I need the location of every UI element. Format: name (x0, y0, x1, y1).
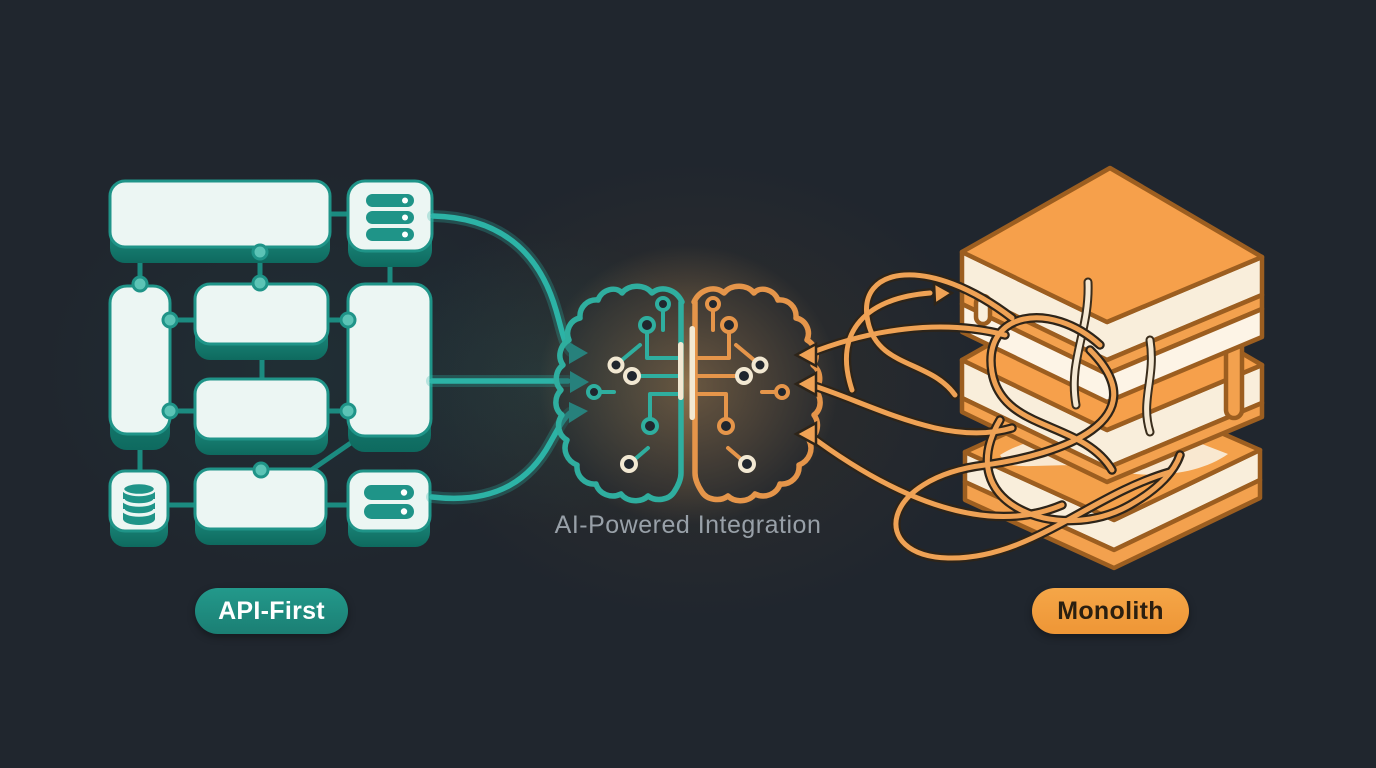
server-stack-3-icon (366, 194, 414, 241)
service-box-wide (108, 179, 332, 263)
service-box-mid-3 (193, 467, 328, 545)
server-stack-2-icon (364, 485, 414, 519)
cream-wires (1069, 277, 1156, 437)
service-box-tall-left (108, 284, 172, 450)
database-box (108, 469, 170, 547)
api-first-badge-label: API-First (218, 596, 325, 625)
service-box-mid-2 (193, 377, 330, 455)
api-first-diagram (108, 179, 589, 547)
center-caption: AI-Powered Integration (554, 511, 822, 539)
service-boxes (108, 179, 434, 547)
database-icon (121, 481, 157, 525)
monolith-badge-label: Monolith (1057, 596, 1164, 625)
circuit-brain-icon (556, 286, 820, 500)
api-first-badge: API-First (195, 588, 348, 634)
service-box-mid-1 (193, 282, 330, 360)
tangled-wires (793, 270, 1185, 563)
connector-nodes (131, 243, 357, 479)
monolith-illustration (959, 165, 1265, 571)
monolith-badge: Monolith (1032, 588, 1189, 634)
service-box-tall-right (346, 282, 433, 452)
brain-right-hemisphere (694, 286, 820, 500)
server-box-bottom (346, 469, 432, 547)
arrowheads-orange (793, 280, 955, 448)
brain-divider (678, 326, 695, 420)
server-box-top (346, 179, 434, 267)
brain-left-hemisphere (556, 286, 682, 500)
